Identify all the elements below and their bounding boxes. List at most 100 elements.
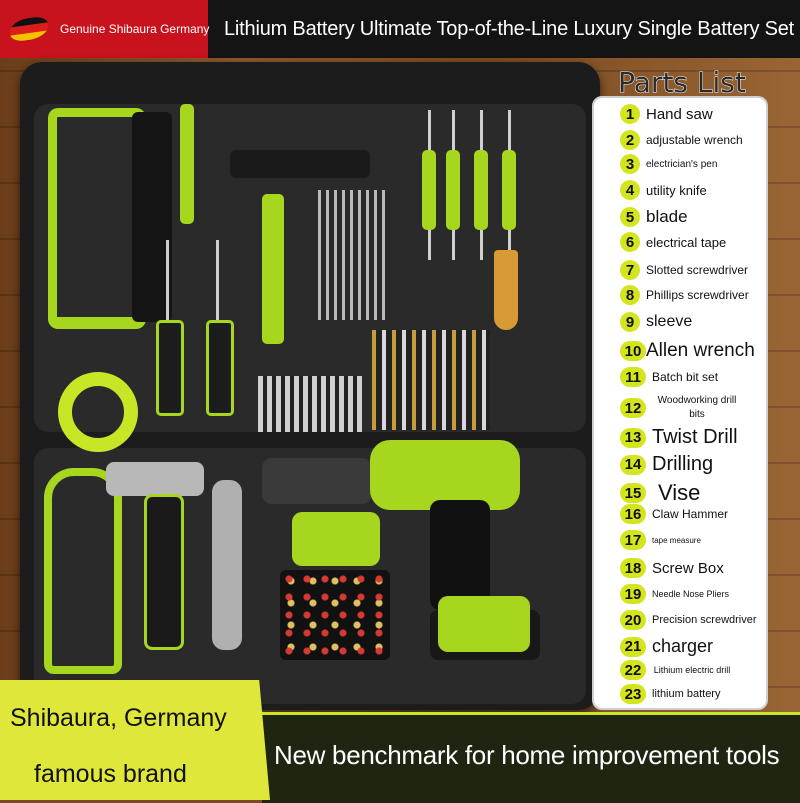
item-label: Allen wrench xyxy=(646,340,755,361)
list-item: 8 Phillips screwdriver xyxy=(620,285,770,305)
item-number: 20 xyxy=(620,610,646,630)
item-number: 12 xyxy=(620,398,646,418)
list-item: 2 adjustable wrench xyxy=(620,130,770,150)
item-number: 22 xyxy=(620,660,646,680)
item-label: Vise xyxy=(658,480,701,505)
list-item: 12 Woodworking drill bits xyxy=(620,394,770,422)
bit-set-image xyxy=(258,376,362,432)
phillips-screwdriver-shaft xyxy=(216,240,219,330)
adjustable-wrench-image xyxy=(212,480,242,650)
tape-measure-image xyxy=(292,512,380,566)
item-number: 7 xyxy=(620,260,640,280)
item-label: Slotted screwdriver xyxy=(646,263,749,277)
item-label: Twist Drill xyxy=(652,426,738,448)
list-item: 6 electrical tape xyxy=(620,232,770,252)
list-item: 17 tape measure xyxy=(620,530,770,550)
list-item: 20 Precision screwdriver xyxy=(620,610,770,630)
german-flag-icon xyxy=(10,15,48,43)
brand-tag-panel: Genuine Shibaura Germany xyxy=(0,0,210,58)
electric-drill-grip xyxy=(430,500,490,610)
item-number: 5 xyxy=(620,207,640,227)
list-item: 13 Twist Drill xyxy=(620,426,770,449)
item-label: electrical tape xyxy=(646,234,727,250)
item-label: adjustable wrench xyxy=(646,133,743,147)
item-number: 8 xyxy=(620,285,640,305)
brand-line-2: famous brand xyxy=(34,760,187,788)
item-label: tape measure xyxy=(652,535,701,545)
claw-hammer-head xyxy=(106,462,204,496)
item-number: 16 xyxy=(620,504,646,524)
claw-hammer-handle xyxy=(144,494,184,650)
drill-bits-image xyxy=(372,330,490,430)
item-label: Claw Hammer xyxy=(652,507,729,521)
item-label: Batch bit set xyxy=(652,370,719,384)
woodworking-drill-bit-image xyxy=(494,250,518,330)
item-label: Lithium electric drill xyxy=(653,665,731,675)
needle-nose-pliers-image xyxy=(44,468,122,674)
screw-box-image xyxy=(280,570,390,660)
list-item: 4 utility knife xyxy=(620,180,770,200)
list-item: 7 Slotted screwdriver xyxy=(620,260,770,280)
precision-screwdriver-image xyxy=(446,150,460,230)
list-item: 14 Drilling xyxy=(620,453,770,476)
product-headline: Lithium Battery Ultimate Top-of-the-Line… xyxy=(224,18,795,40)
item-number: 17 xyxy=(620,530,646,550)
list-item: 1 Hand saw xyxy=(620,104,770,124)
list-item: 18 Screw Box xyxy=(620,558,770,578)
item-number: 18 xyxy=(620,558,646,578)
slogan-text: New benchmark for home improvement tools xyxy=(274,740,780,770)
list-item: 16 Claw Hammer xyxy=(620,504,770,524)
item-label: Woodworking drill bits xyxy=(657,395,737,420)
allen-wrench-set-image xyxy=(318,190,386,320)
item-number: 10 xyxy=(620,341,646,361)
brand-banner xyxy=(0,680,270,800)
item-number: 1 xyxy=(620,104,640,124)
list-item: 15 Vise xyxy=(620,480,770,506)
item-label: Precision screwdriver xyxy=(652,614,757,626)
item-number: 14 xyxy=(620,454,646,475)
utility-knife-image xyxy=(262,194,284,344)
slotted-screwdriver-image xyxy=(156,320,184,416)
phillips-screwdriver-image xyxy=(206,320,234,416)
item-number: 6 xyxy=(620,232,640,252)
list-item: 5 blade xyxy=(620,207,770,227)
electrical-tape-image xyxy=(58,372,138,452)
item-number: 2 xyxy=(620,130,640,150)
list-item: 9 sleeve xyxy=(620,312,770,332)
item-number: 4 xyxy=(620,180,640,200)
item-number: 3 xyxy=(620,154,640,174)
item-label: electrician's pen xyxy=(646,158,718,170)
precision-screwdriver-image xyxy=(422,150,436,230)
item-label: charger xyxy=(652,636,714,656)
blade-slot xyxy=(230,150,370,178)
item-label: sleeve xyxy=(646,313,693,330)
item-label: utility knife xyxy=(646,182,707,198)
electrician-pen-image xyxy=(180,104,194,224)
item-label: Needle Nose Pliers xyxy=(652,589,730,599)
parts-list-title: Parts List xyxy=(618,66,747,100)
brand-line-1: Shibaura, Germany xyxy=(10,704,227,732)
item-number: 15 xyxy=(620,483,646,503)
list-item: 3 electrician's pen xyxy=(620,154,770,174)
item-label: Screw Box xyxy=(652,559,724,577)
slogan-banner xyxy=(262,712,800,803)
item-number: 13 xyxy=(620,427,646,448)
item-label: Drilling xyxy=(652,453,714,475)
item-label: Phillips screwdriver xyxy=(646,288,749,302)
item-number: 9 xyxy=(620,312,640,332)
socket-slot xyxy=(132,112,172,322)
electric-drill-body xyxy=(370,440,520,510)
brand-tag-text: Genuine Shibaura Germany xyxy=(60,22,210,36)
list-item: 22 Lithium electric drill xyxy=(620,660,770,680)
precision-screwdriver-image xyxy=(474,150,488,230)
item-label: Hand saw xyxy=(646,105,713,123)
precision-screwdriver-image xyxy=(502,150,516,230)
item-label: blade xyxy=(646,207,688,226)
slotted-screwdriver-shaft xyxy=(166,240,169,330)
item-number: 23 xyxy=(620,684,646,704)
